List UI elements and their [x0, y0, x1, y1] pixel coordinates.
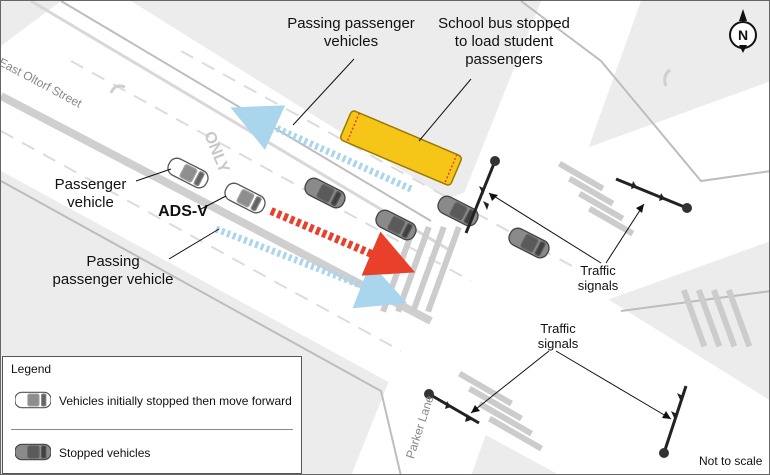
- crosswalk-south: [458, 370, 543, 452]
- label-traffic-signals-bottom: Traffic signals: [537, 321, 579, 351]
- traffic-signal-icon: [615, 177, 692, 213]
- traffic-signal-icon: [424, 389, 480, 425]
- label-passenger-vehicle: Passenger vehicle: [54, 176, 127, 211]
- label-school-bus: School bus stopped to load student passe…: [438, 15, 570, 68]
- legend-moving-label: Vehicles initially stopped then move for…: [59, 394, 292, 408]
- legend-title: Legend: [11, 362, 52, 376]
- passing-path-top: [230, 105, 413, 193]
- compass-icon: N: [729, 9, 757, 53]
- road-arrow-icon: [109, 84, 126, 94]
- traffic-signal-icon: [659, 385, 688, 458]
- scale-note: Not to scale: [699, 454, 763, 468]
- legend-stopped-vehicle-icon: [15, 443, 51, 461]
- traffic-signal-icon: [464, 156, 500, 234]
- label-passing-vehicle-left: Passing passenger vehicle: [52, 253, 174, 288]
- label-adsv: ADS-V: [158, 203, 208, 220]
- school-bus: [340, 110, 462, 186]
- legend-stopped-label: Stopped vehicles: [59, 446, 151, 460]
- label-traffic-signals-right: Traffic signals: [577, 263, 619, 293]
- legend-panel: Legend Vehicles initially stopped then m…: [2, 356, 302, 474]
- label-passing-vehicles-top: Passing passenger vehicles: [287, 15, 415, 50]
- leader-lines: [135, 58, 672, 420]
- svg-text:N: N: [738, 27, 748, 43]
- crosswalk-east: [680, 288, 753, 348]
- road-arrow-icon: [663, 68, 671, 87]
- legend-divider: [11, 429, 293, 430]
- legend-moving-vehicle-icon: [15, 391, 51, 409]
- adsv-path: [269, 207, 416, 276]
- crosswalk-north: [558, 161, 635, 237]
